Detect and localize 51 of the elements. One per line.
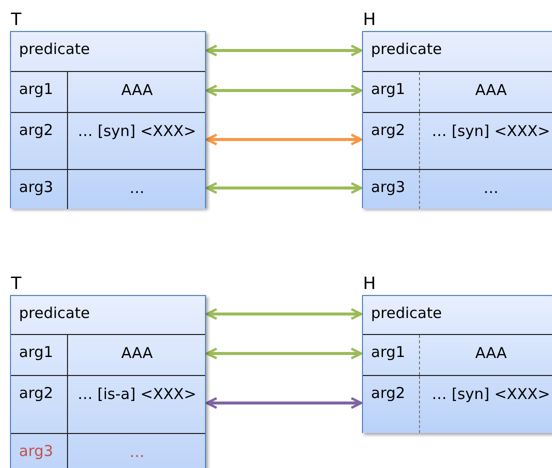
table-row [363,375,552,433]
double-arrow [206,397,362,409]
table-row [363,169,552,209]
argument-value: AAA [474,343,508,364]
argument-value: … [syn] <XXX> [430,121,552,142]
argument-label: arg3 [19,178,54,196]
argument-value: … [128,178,146,199]
table-row [363,296,552,334]
argument-label: arg2 [371,121,406,139]
argument-label: arg2 [19,384,54,402]
double-arrow [206,348,362,360]
argument-value: … [is-a] <XXX> [76,384,198,405]
argument-label: arg2 [371,384,406,402]
table-row [363,112,552,169]
argument-label: arg1 [371,80,406,98]
double-arrow [206,44,362,56]
double-arrow [206,84,362,96]
argument-label: arg1 [19,343,54,361]
argument-value: AAA [474,80,508,101]
table-row [363,334,552,375]
table-row [363,71,552,112]
table-heading: T [11,10,22,30]
table-heading: T [11,274,22,294]
double-arrow [206,134,362,146]
table-heading: H [363,274,376,294]
argument-label: arg3 [19,442,54,460]
double-arrow [206,308,362,320]
argument-label: arg1 [371,343,406,361]
argument-label: arg2 [19,121,54,139]
double-arrow [206,182,362,194]
argument-label: arg3 [371,178,406,196]
table-row [11,375,205,433]
argument-value: … [syn] <XXX> [76,121,198,142]
predicate-label: predicate [19,40,90,58]
predicate-label: predicate [371,40,442,58]
table-row [363,32,552,71]
table-row [11,71,205,112]
table-row [11,112,205,169]
table-row [11,32,205,71]
argument-value: AAA [120,343,154,364]
table-heading: H [363,10,376,30]
predicate-label: predicate [371,304,442,322]
argument-value: … [128,442,146,463]
argument-label: arg1 [19,80,54,98]
argument-value: AAA [120,80,154,101]
table-row [11,334,205,375]
table-row [11,296,205,334]
table-row [11,169,205,209]
argument-value: … [syn] <XXX> [430,384,552,405]
predicate-label: predicate [19,304,90,322]
argument-value: … [482,178,500,199]
